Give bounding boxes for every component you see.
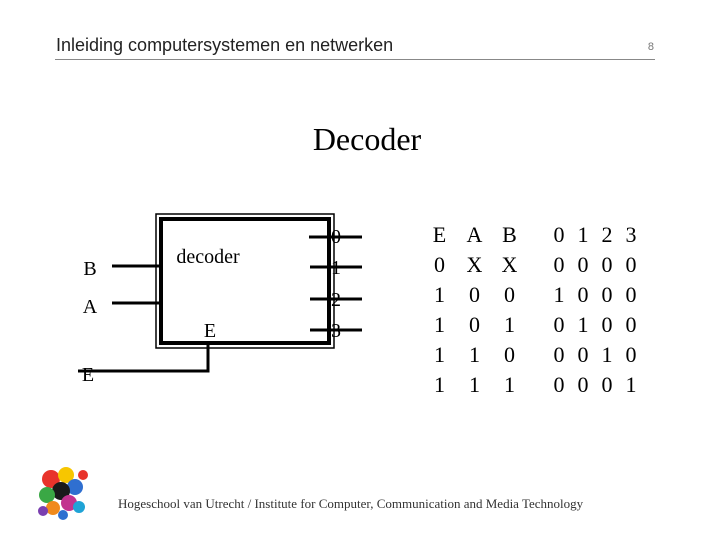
column-gap: [527, 220, 547, 250]
decoder-outer-box: [155, 213, 335, 349]
table-cell: 0: [625, 282, 637, 307]
logo-blob: [73, 501, 85, 513]
header-cell: 1: [577, 222, 589, 247]
table-row: 1 1 0 0 0 1 0: [422, 340, 643, 370]
logo-blob: [67, 479, 83, 495]
table-cell: 0: [625, 312, 637, 337]
table-cell: 1: [625, 372, 637, 397]
slide-title: Decoder: [312, 121, 422, 157]
truth-table-header: E A B 0 1 2 3: [422, 220, 643, 250]
table-cell: 0: [625, 252, 637, 277]
table-cell: 1: [469, 372, 480, 397]
logo-blob: [39, 487, 55, 503]
output-label-0: 0: [331, 226, 341, 248]
table-cell: 0: [601, 372, 613, 397]
output-label-2: 2: [331, 289, 341, 311]
logo-blob: [78, 470, 88, 480]
table-cell: 0: [577, 282, 589, 307]
table-cell: 0: [553, 342, 565, 367]
table-cell: 0: [553, 372, 565, 397]
table-cell: 0: [553, 312, 565, 337]
table-cell: 0: [469, 282, 480, 307]
table-cell: 0: [601, 282, 613, 307]
table-row: 0 X X 0 0 0 0: [422, 250, 643, 280]
logo-blob: [38, 506, 48, 516]
table-cell: 0: [553, 252, 565, 277]
header-cell: A: [466, 222, 483, 247]
table-row: 1 0 1 0 1 0 0: [422, 310, 643, 340]
column-gap: [527, 250, 547, 280]
table-cell: 1: [434, 342, 445, 367]
table-cell: 0: [601, 252, 613, 277]
table-cell: 1: [504, 372, 515, 397]
table-cell: 0: [625, 342, 637, 367]
column-gap: [527, 310, 547, 340]
enable-input-line: [78, 343, 210, 373]
table-cell: 0: [434, 252, 445, 277]
table-cell: 1: [434, 282, 445, 307]
table-cell: 1: [553, 282, 565, 307]
table-row: 1 0 0 1 0 0 0: [422, 280, 643, 310]
logo-blob: [58, 510, 68, 520]
decoder-enable-label: E: [204, 320, 216, 342]
header-cell: 2: [601, 222, 613, 247]
table-cell: X: [501, 252, 518, 277]
table-cell: 0: [577, 342, 589, 367]
logo-blob: [58, 467, 74, 483]
table-cell: 1: [601, 342, 613, 367]
table-cell: 1: [504, 312, 515, 337]
logo-blob: [52, 482, 70, 500]
decoder-outputs: 0 1 2 3: [310, 226, 362, 342]
enable-input-label: E: [82, 364, 94, 386]
table-cell: 0: [469, 312, 480, 337]
decoder-block-label: decoder: [176, 246, 240, 268]
table-cell: X: [466, 252, 483, 277]
table-cell: 1: [434, 372, 445, 397]
output-label-3: 3: [331, 320, 341, 342]
table-cell: 0: [504, 342, 515, 367]
truth-table: E A B 0 1 2 3 0 X X 0 0 0 0 1 0 0 1 0 0: [422, 220, 643, 400]
header-cell: 0: [553, 222, 565, 247]
table-cell: 1: [434, 312, 445, 337]
table-cell: 1: [577, 312, 589, 337]
table-cell: 0: [601, 312, 613, 337]
header-cell: E: [432, 222, 447, 247]
logo-blob: [46, 501, 60, 515]
column-gap: [527, 280, 547, 310]
output-label-1: 1: [331, 257, 341, 279]
decoder-inner-box: [159, 217, 331, 345]
header-rule: [55, 59, 655, 60]
header-cell: B: [502, 222, 517, 247]
table-cell: 0: [504, 282, 515, 307]
table-row: 1 1 1 0 0 0 1: [422, 370, 643, 400]
table-cell: 0: [577, 372, 589, 397]
table-cell: 0: [577, 252, 589, 277]
table-cell: 1: [469, 342, 480, 367]
column-gap: [527, 340, 547, 370]
input-label-b: B: [83, 258, 96, 280]
column-gap: [527, 370, 547, 400]
page-number: 8: [647, 41, 654, 53]
header-cell: 3: [625, 222, 637, 247]
logo-blob: [42, 470, 60, 488]
school-logo: [38, 467, 88, 520]
header-title: Inleiding computersystemen en netwerken: [56, 35, 394, 55]
footer-text: Hogeschool van Utrecht / Institute for C…: [118, 496, 584, 511]
input-label-a: A: [83, 296, 98, 318]
